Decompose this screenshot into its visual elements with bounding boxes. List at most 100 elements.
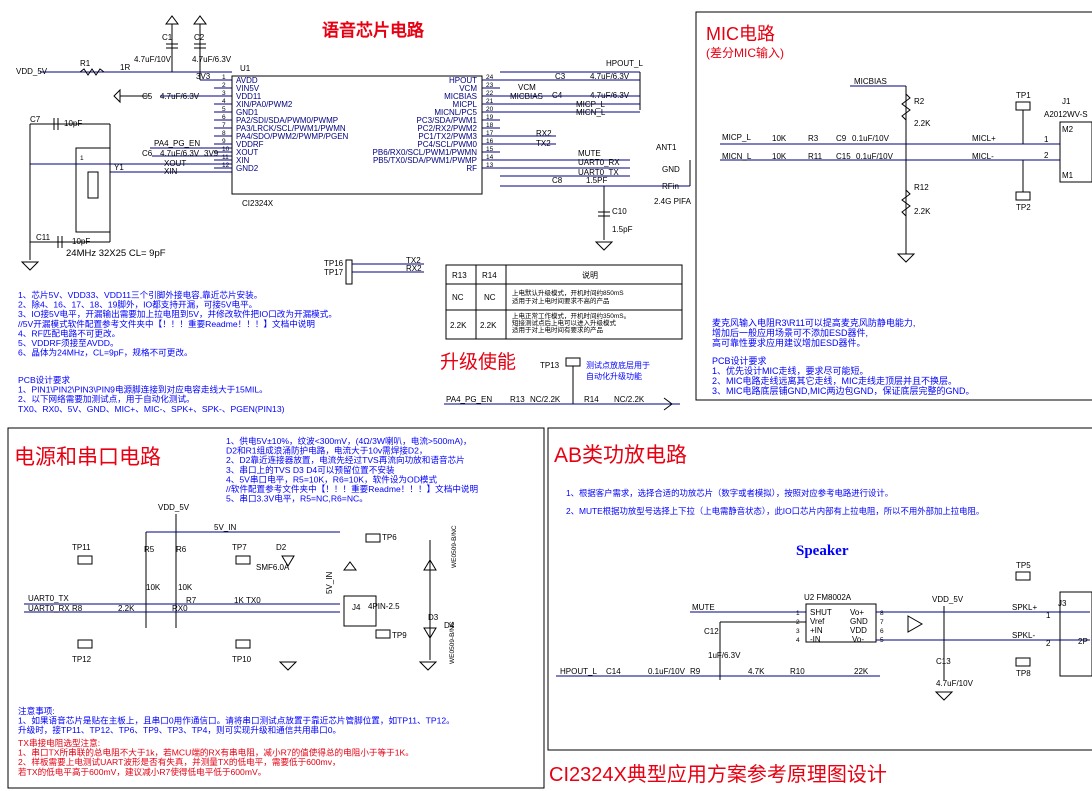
tp17-net: RX2 <box>406 264 422 273</box>
u2-vop: Vo+ <box>850 608 864 617</box>
table-head-desc: 说明 <box>582 270 598 280</box>
pcb-mic-notes: PCB设计要求1、优先设计MIC走线，要求尽可能短。2、MIC电路走线远离其它走… <box>712 355 975 396</box>
power-frame <box>7 427 545 789</box>
note-line: 若TX的低电平高于600mV，建议减小R7使得低电平低于600mV。 <box>18 766 266 777</box>
note-line: 4、RF匹配电路不可更改。 <box>18 327 120 338</box>
voice-right-wiring: HPOUT_L C3 4.7uF/6.3V VCM MICBIAS C4 4.7… <box>500 59 692 251</box>
mic-pin2: 2 <box>1044 151 1049 160</box>
c9-value: 0.1uF/10V <box>852 134 890 143</box>
chip-pin-name: XOUT <box>236 148 258 157</box>
tp16-tp17: TP16 TP17 TX2 RX2 <box>324 256 424 285</box>
c8-value: 1.5PF <box>586 176 607 185</box>
r12-label: R12 <box>914 183 929 192</box>
y1-pin: 1 <box>80 155 84 162</box>
voice-power-wiring: VDD_5V R1 1R C1 4.7uF/10V C2 4.7uF/6.3V … <box>16 15 232 271</box>
d3-value: WE0509-B/NC <box>451 525 458 568</box>
mic-micn: MICN_L <box>722 152 752 161</box>
tx0-label: TX0 <box>246 596 261 605</box>
note-line: //5V开漏模式软件配置参考文件夹中【！！！重要Readme！！！】文档中说明 <box>18 318 315 329</box>
u2-pin8: 8 <box>880 610 884 617</box>
xout-label: XOUT <box>164 159 186 168</box>
micn-label: MICN_L <box>576 108 606 117</box>
note-line: TX串接电阻选型注意: <box>18 737 100 748</box>
chip-pin-name: VIN5V <box>236 84 260 93</box>
note-line: 1、根据客户需求，选择合适的功放芯片（数字或者模拟），按照对应参考电路进行设计。 <box>566 488 893 498</box>
note-line: 3、MIC电路底层铺GND,MIC两边包GND，保证底层完整的GND。 <box>712 385 975 396</box>
j3-label: J3 <box>1058 599 1067 608</box>
table-cell: 上电默认升级模式，开机时间约850mS <box>512 288 624 297</box>
c11-value: 10pF <box>72 237 90 246</box>
chip-pin-number: 1 <box>222 74 226 81</box>
tp17-label: TP17 <box>324 268 344 277</box>
tp8-label: TP8 <box>1016 669 1031 678</box>
chip-pin-number: 16 <box>486 138 494 145</box>
c5-label: C5 <box>142 92 153 101</box>
chip-pin-name: VCM <box>459 84 477 93</box>
c6-label: C6 <box>142 149 153 158</box>
u2-shut: SHUT <box>810 608 832 617</box>
note-line: TX0、RX0、5V、GND、MIC+、MIC-、SPK+、SPK-、PGEN(… <box>18 404 285 414</box>
chip-pin-number: 8 <box>222 130 226 137</box>
chip-pin-number: 17 <box>486 130 494 137</box>
chip-pin-number: 20 <box>486 106 494 113</box>
mic-tp2: TP2 <box>1016 203 1031 212</box>
rx0-label: RX0 <box>172 604 188 613</box>
chip-pin-name: GND2 <box>236 164 259 173</box>
u0tx-label: UART0_TX <box>578 168 619 177</box>
tp13-label: TP13 <box>540 361 560 370</box>
table-cell: 2.2K <box>480 321 497 330</box>
micpos-label: MICL+ <box>972 134 996 143</box>
d3-label: D3 <box>428 613 439 622</box>
note-line: 1、如果语音芯片是贴在主板上，且串口0用作通信口。请将串口测试点放置于靠近芯片管… <box>18 715 455 726</box>
c14-label: C14 <box>606 667 621 676</box>
chip-pin-number: 9 <box>222 138 226 145</box>
chip-pin-number: 12 <box>222 162 230 169</box>
tp16-net: TX2 <box>406 256 421 265</box>
amp-notes: 1、根据客户需求，选择合适的功放芯片（数字或者模拟），按照对应参考电路进行设计。… <box>566 488 984 516</box>
mic-tp1: TP1 <box>1016 91 1031 100</box>
c15-label: C15 <box>836 152 851 161</box>
r13-label: R13 <box>510 395 525 404</box>
micp-label: MICP_L <box>576 100 605 109</box>
u2-vdd: VDD <box>850 626 867 635</box>
mic-pin1: 1 <box>1044 135 1049 144</box>
tx-notes: TX串接电阻选型注意:1、串口TX所串联的总电阻不大于1k，若MCU端的RX有串… <box>18 737 414 777</box>
c12-value: 1uF/6.3V <box>708 651 741 660</box>
mic-j1: J1 <box>1062 97 1071 106</box>
u2-pin4: 4 <box>796 637 800 644</box>
tp6-label: TP6 <box>382 533 397 542</box>
chip-pin-number: 23 <box>486 82 494 89</box>
note-line: D2和R1组成浪涌防护电路，电流大于10v需焊接D2， <box>226 445 428 456</box>
c15-value: 0.1uF/10V <box>856 152 894 161</box>
chip-pin-number: 19 <box>486 114 494 121</box>
chip-pin-number: 18 <box>486 122 494 129</box>
chip-pin-name: PA3/LRCK/SCL/PWM1/PWMN <box>236 124 346 133</box>
note-line: 2、MIC电路走线远离其它走线，MIC走线走顶层并且不换层。 <box>712 375 957 386</box>
note-line: 1、芯片5V、VDD33、VDD11三个引脚外接电容,靠近芯片安装。 <box>18 289 262 300</box>
tp16-label: TP16 <box>324 259 344 268</box>
u2-von: Vo- <box>852 635 864 644</box>
u2-pin6: 6 <box>880 628 884 635</box>
c3-value: 4.7uF/6.3V <box>590 72 630 81</box>
r14-label: R14 <box>584 395 599 404</box>
r2-label: R2 <box>914 97 925 106</box>
chip-pin-number: 22 <box>486 90 494 97</box>
r5-value: 10K <box>146 583 161 592</box>
tp13-note1: 测试点放底层用于 <box>586 360 650 370</box>
c1-value: 4.7uF/10V <box>134 55 172 64</box>
r14-value: NC/2.2K <box>614 395 645 404</box>
chip-body <box>231 75 483 195</box>
r7-value: 1K <box>234 596 244 605</box>
title-main: CI2324X典型应用方案参考原理图设计 <box>549 763 887 786</box>
y1-label: Y1 <box>114 163 124 172</box>
note-line: 2、除4、16、17、18、19脚外，IO都支持开漏，可接5V电平。 <box>18 299 257 310</box>
j3-pin2: 2 <box>1046 639 1051 648</box>
note-line: 1、PIN1\PIN2\PIN3\PIN9电源脚连接到对应电容走线大于15MIL… <box>18 384 268 395</box>
r10-label: R10 <box>790 667 805 676</box>
r11-label: R11 <box>808 152 823 161</box>
ant-gnd-label: GND <box>662 165 680 174</box>
chip-pin-name: PB5/TX0/SDA/PWM1/PWMP <box>373 156 477 165</box>
mic-micp: MICP_L <box>722 133 751 142</box>
note-line: 5、串口3.3V电平，R5=NC,R6=NC。 <box>226 493 368 504</box>
